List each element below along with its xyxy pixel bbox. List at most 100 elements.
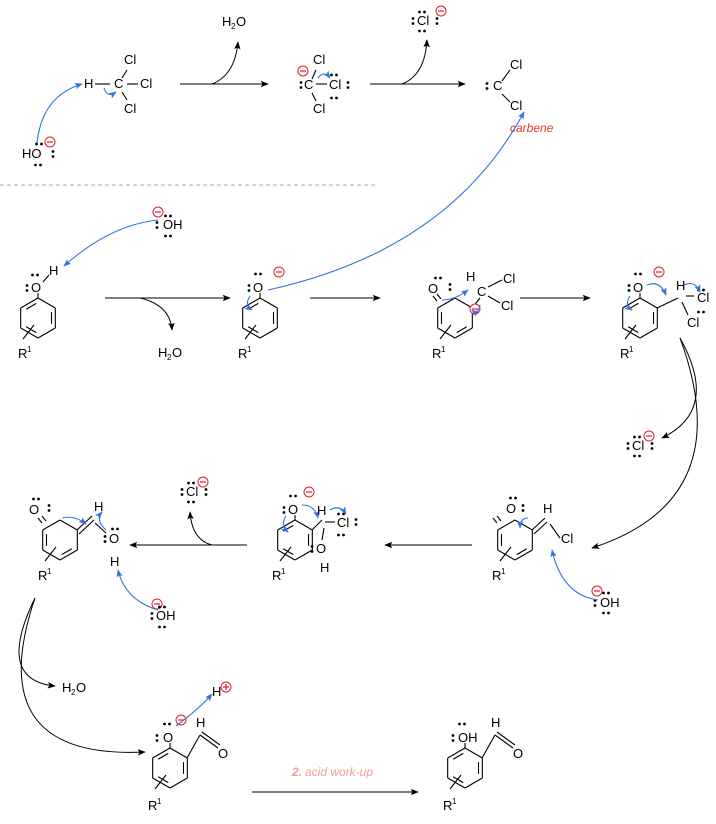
lone-pair-dot	[626, 442, 630, 445]
bond	[321, 527, 325, 541]
bond	[42, 549, 61, 561]
bond	[464, 777, 483, 789]
lone-pair-dot	[25, 289, 29, 292]
lone-pair-dot	[299, 86, 303, 89]
bond	[20, 327, 39, 339]
chlorine-label: Cl	[510, 98, 522, 113]
bond	[242, 297, 261, 309]
lone-pair-dot	[451, 739, 455, 742]
bond	[514, 549, 533, 561]
r-group-label: R	[148, 798, 157, 813]
bond	[494, 734, 514, 749]
lone-pair-dot	[650, 442, 654, 445]
lone-pair-dot	[282, 506, 286, 509]
lone-pair-dot	[169, 214, 172, 218]
byproduct-arrow	[139, 297, 175, 331]
lone-pair-dot	[40, 142, 43, 146]
hydroxide-label: OH	[156, 608, 176, 623]
lone-pair-dot	[509, 496, 512, 500]
r-group-label: R	[443, 798, 452, 813]
chloride-label: Cl	[632, 438, 644, 453]
lone-pair-dot	[702, 310, 705, 314]
bond	[531, 517, 546, 531]
bond	[294, 519, 313, 531]
lone-pair-dot	[155, 221, 159, 224]
bond	[169, 747, 188, 759]
hydrogen-label: H	[94, 499, 103, 514]
lone-pair-dot	[607, 591, 610, 595]
bond	[681, 301, 689, 316]
lone-pair-dot	[633, 435, 636, 439]
lone-pair-dot	[36, 273, 39, 277]
chloride-label: Cl	[417, 13, 429, 28]
lone-pair-dot	[155, 226, 159, 229]
lone-pair-dot	[289, 494, 292, 498]
r-group-label: R	[492, 568, 501, 583]
lone-pair-dot	[150, 612, 154, 615]
lone-pair-dot	[103, 540, 107, 543]
lone-pair-dot	[702, 288, 705, 292]
lone-pair-dot	[335, 73, 338, 77]
bond	[496, 731, 516, 746]
hydroxide-label: OH	[600, 595, 620, 610]
lone-pair-dot	[187, 500, 190, 504]
lone-pair-dot	[158, 605, 161, 609]
lone-pair-dot	[51, 155, 55, 158]
carbene-label: carbene	[510, 121, 554, 135]
r-group-superscript: 1	[47, 567, 52, 576]
lone-pair-dot	[448, 288, 452, 291]
lone-pair-dot	[150, 617, 154, 620]
r-group-superscript: 1	[247, 345, 252, 354]
bond	[656, 297, 679, 309]
lone-pair-dot	[35, 142, 38, 146]
lone-pair-dot	[626, 447, 630, 450]
bond	[639, 327, 658, 339]
water-label: 2	[167, 353, 172, 362]
r-group-label: R	[620, 346, 629, 361]
bond	[497, 549, 516, 561]
chlorine-label: Cl	[510, 57, 522, 72]
bond	[436, 293, 442, 300]
electron-flow-arrow	[175, 693, 213, 727]
bond	[639, 297, 658, 309]
r-group-superscript: 1	[501, 567, 506, 576]
electron-flow-arrow	[116, 569, 159, 611]
bond	[20, 297, 39, 309]
carbene-carbon-label: C	[493, 78, 502, 93]
lone-pair-dot	[111, 527, 114, 531]
bond	[259, 297, 278, 309]
lone-pair-dot	[434, 276, 437, 280]
lone-pair-dot	[602, 611, 605, 615]
oxygen-label: O	[316, 541, 326, 556]
r-group-label: R	[38, 568, 47, 583]
lone-pair-dot	[247, 289, 251, 292]
r-group-label: R	[432, 346, 441, 361]
oxygen-label: O	[31, 280, 41, 295]
lone-pair-dot	[39, 163, 42, 167]
bond	[152, 777, 171, 789]
electron-flow-arrow	[683, 283, 701, 293]
bond	[549, 523, 561, 539]
bond	[496, 515, 502, 522]
lone-pair-dot	[31, 273, 34, 277]
hydrogen-label: H	[110, 554, 119, 569]
lone-pair-dot	[411, 17, 415, 20]
bond	[447, 747, 466, 759]
bond	[59, 549, 78, 561]
step-number: 2.	[291, 765, 302, 779]
bond	[121, 69, 128, 79]
chlorine-label: Cl	[313, 101, 325, 116]
lone-pair-dot	[593, 604, 597, 607]
carbonyl-oxygen-label: O	[29, 502, 39, 517]
lone-pair-dot	[458, 722, 461, 726]
aldehyde-o-label: O	[513, 746, 523, 761]
lone-pair-dot	[697, 310, 700, 314]
lone-pair-dot	[34, 163, 37, 167]
chlorine-label: Cl	[337, 515, 349, 530]
byproduct-arrow	[401, 39, 430, 85]
lone-pair-dot	[435, 17, 439, 20]
hydrogen-label: H	[676, 278, 685, 293]
water-label: 2	[231, 22, 236, 31]
hydroxide-label: OH	[163, 217, 183, 232]
lone-pair-dot	[330, 96, 333, 100]
